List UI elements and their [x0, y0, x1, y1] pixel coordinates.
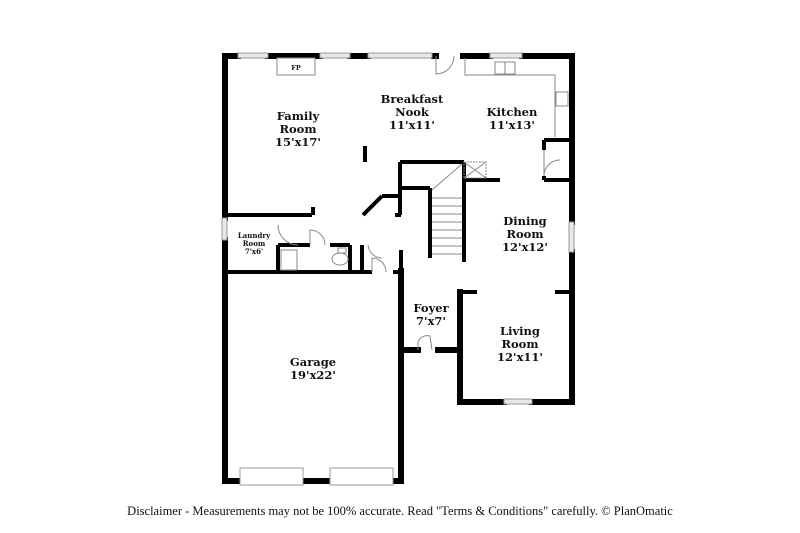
room-name: Family	[276, 109, 320, 123]
room-name: Living	[500, 324, 540, 338]
room-name: Laundry	[237, 231, 271, 240]
room-label-foyer: Foyer 7'x7'	[406, 302, 456, 328]
room-label-breakfast-nook: Breakfast Nook 11'x11'	[372, 93, 452, 132]
room-name: Nook	[395, 105, 429, 119]
room-dims: 11'x13'	[489, 118, 535, 132]
room-name: Foyer	[413, 301, 449, 315]
room-dims: 11'x11'	[389, 118, 435, 132]
room-label-family-room: Family Room 15'x17'	[268, 110, 328, 149]
room-dims: 12'x12'	[502, 240, 548, 254]
windows	[221, 52, 575, 405]
room-name: Dining	[503, 214, 547, 228]
room-label-laundry-room: Laundry Room 7'x6'	[232, 232, 276, 256]
room-dims: 7'x7'	[416, 314, 446, 328]
room-name: Garage	[289, 355, 337, 369]
disclaimer-text: Disclaimer - Measurements may not be 100…	[127, 504, 673, 518]
fireplace-label: FP	[291, 64, 301, 72]
room-name: Kitchen	[486, 105, 538, 119]
exterior-walls	[222, 53, 575, 484]
room-label-living-room: Living Room 12'x11'	[490, 325, 550, 364]
room-dims: 12'x11'	[497, 350, 543, 364]
room-dims: 15'x17'	[275, 135, 321, 149]
room-dims: 19'x22'	[290, 368, 336, 382]
room-name: Room	[501, 337, 539, 351]
interior-walls	[225, 138, 572, 294]
room-label-dining-room: Dining Room 12'x12'	[495, 215, 555, 254]
room-name: Room	[506, 227, 544, 241]
garage-doors	[239, 467, 394, 486]
fixtures	[276, 57, 569, 271]
room-label-garage: Garage 19'x22'	[283, 356, 343, 382]
room-dims: 7'x6'	[244, 247, 264, 256]
room-name: Breakfast	[380, 92, 444, 106]
room-name: Room	[279, 122, 317, 136]
room-name: Room	[242, 239, 266, 248]
room-label-kitchen: Kitchen 11'x13'	[482, 106, 542, 132]
door-swings	[277, 55, 561, 351]
